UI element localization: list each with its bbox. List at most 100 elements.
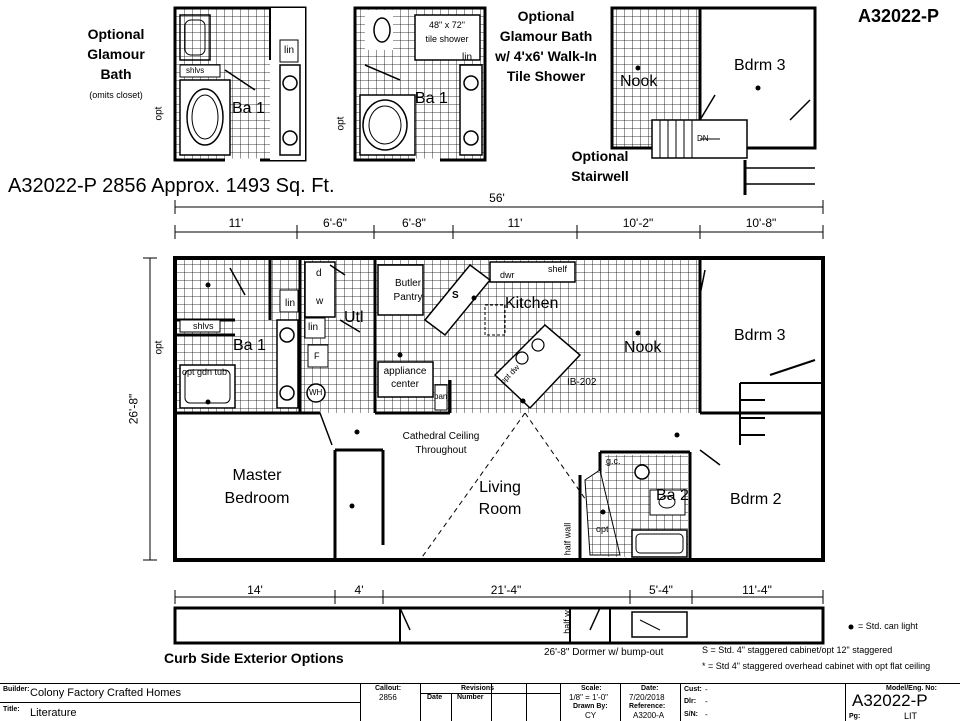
label-lin-2: lin (308, 322, 319, 333)
reference-value: A3200-A (633, 711, 665, 720)
builder-label: Builder: (3, 686, 30, 693)
inset1-opt: opt (153, 106, 165, 121)
dlr-value: - (705, 697, 708, 706)
drawn-value: CY (585, 711, 597, 720)
top-dim-2: 6'-6" (323, 216, 347, 230)
overall-dimension: 56' (489, 191, 505, 205)
inset2-lin: lin (462, 52, 473, 63)
label-appliance-2: center (391, 379, 419, 390)
label-opt-ba2: opt (596, 524, 609, 534)
sn-value: - (705, 710, 708, 719)
label-appliance-1: appliance (383, 366, 427, 377)
inset2-opt: opt (335, 116, 347, 131)
label-shelf: shelf (548, 264, 568, 274)
exterior-options-strip (173, 606, 854, 645)
model-eng-value: A32022-P (852, 691, 928, 710)
inset2-shower-type: tile shower (425, 34, 469, 44)
inset1-title-1: Optional (87, 26, 145, 42)
cust-value: - (705, 685, 708, 694)
title-value: Literature (30, 707, 77, 719)
bottom-dim-2: 4' (354, 583, 364, 597)
revisions-label: Revisions (461, 685, 495, 692)
inset1-title-2: Glamour (87, 46, 145, 62)
model-eng-label: Model/Eng. No: (886, 685, 937, 692)
inset-walk-in-shower (353, 6, 487, 162)
bottom-dim-1: 14' (247, 583, 263, 597)
main-floor (173, 256, 825, 562)
inset1-title-3: Bath (100, 66, 132, 82)
reference-label: Reference: (629, 703, 666, 710)
inset1-lin: lin (284, 45, 295, 56)
inset3-nook: Nook (620, 73, 658, 90)
label-washer: w (316, 296, 324, 307)
inset2-title-2: Glamour Bath (499, 28, 593, 44)
room-butler-1: Butler (394, 278, 422, 289)
inset3-title-2: Stairwell (571, 168, 629, 184)
scale-value: 1/8" = 1'-0" (569, 693, 609, 702)
room-utility: Utl (344, 309, 364, 326)
label-opt-left: opt (153, 340, 165, 355)
top-dim-5: 10'-2" (622, 216, 654, 230)
label-dryer: d (316, 268, 322, 279)
callout-value: 2856 (379, 693, 397, 702)
bottom-dim-4: 5'-4" (649, 583, 673, 597)
plan-headline: A32022-P 2856 Approx. 1493 Sq. Ft. (8, 175, 335, 197)
label-gc: g.c. (606, 456, 621, 466)
note-cathedral-1: Cathedral Ceiling (402, 431, 480, 442)
drawn-label: Drawn By: (573, 703, 608, 710)
room-bedroom-2: Bdrm 2 (730, 491, 782, 508)
label-water-heater: WH (309, 388, 323, 397)
scale-label: Scale: (581, 685, 602, 692)
label-staggered-s: S (452, 290, 459, 301)
label-beam: IB-202 (567, 377, 597, 388)
revision-date-label: Date (427, 694, 443, 701)
bottom-dim-3: 21'-4" (490, 583, 522, 597)
inset3-bdrm: Bdrm 3 (734, 57, 786, 74)
title-block: Builder: Colony Factory Crafted Homes Ti… (0, 683, 960, 721)
legend-s-note: S = Std. 4" staggered cabinet/opt 12" st… (702, 645, 893, 655)
builder-value: Colony Factory Crafted Homes (30, 687, 181, 699)
exterior-title: Curb Side Exterior Options (164, 650, 344, 666)
top-dim-4: 11' (507, 216, 523, 230)
page-value: LIT (904, 711, 918, 721)
inset2-title-3: w/ 4'x6' Walk-In (495, 48, 597, 64)
inset-glamour-bath (173, 6, 307, 162)
room-butler-2: Pantry (393, 292, 423, 303)
label-half-w: half w (561, 610, 572, 634)
inset3-dn: DN (697, 134, 709, 143)
note-cathedral-2: Throughout (415, 445, 467, 456)
date-value: 7/20/2018 (629, 693, 665, 702)
label-pantry-short: pan (434, 392, 448, 401)
title-label: Title: (3, 706, 20, 713)
inset1-note: (omits closet) (89, 90, 143, 100)
bottom-dim-5: 11'-4" (742, 583, 772, 597)
inset1-bath-label: Ba 1 (232, 100, 265, 117)
label-furnace: F (314, 351, 320, 361)
room-nook: Nook (624, 339, 662, 356)
room-bath-1: Ba 1 (233, 337, 266, 354)
dimension-lines (143, 200, 824, 604)
inset-stairwell (610, 6, 817, 195)
cust-label: Cust: (684, 686, 702, 693)
label-lin-1: lin (285, 298, 296, 309)
room-master-2: Bedroom (224, 490, 290, 507)
room-living-2: Room (478, 501, 522, 518)
inset1-shlvs: shlvs (186, 66, 205, 75)
dormer-note: 26'-8" Dormer w/ bump-out (544, 647, 664, 658)
depth-dimension: 26'-8" (126, 393, 141, 425)
dlr-label: Dlr: (684, 698, 697, 705)
sn-label: S/N: (684, 711, 698, 718)
label-dwr: dwr (500, 270, 515, 280)
legend-star-note: * = Std 4" staggered overhead cabinet wi… (702, 661, 931, 671)
callout-label: Callout: (375, 685, 402, 692)
top-dim-6: 10'-8" (745, 216, 777, 230)
label-opt-gdn-tub: opt gdn tub (182, 367, 228, 377)
room-bedroom-3: Bdrm 3 (734, 327, 786, 344)
revision-number-label: Number (457, 694, 484, 701)
top-dim-1: 11' (228, 216, 244, 230)
room-bath-2: Ba 2 (656, 487, 689, 504)
label-shlvs: shlvs (193, 321, 214, 331)
label-half-wall: half wall (562, 522, 573, 556)
top-dim-3: 6'-8" (402, 216, 426, 230)
